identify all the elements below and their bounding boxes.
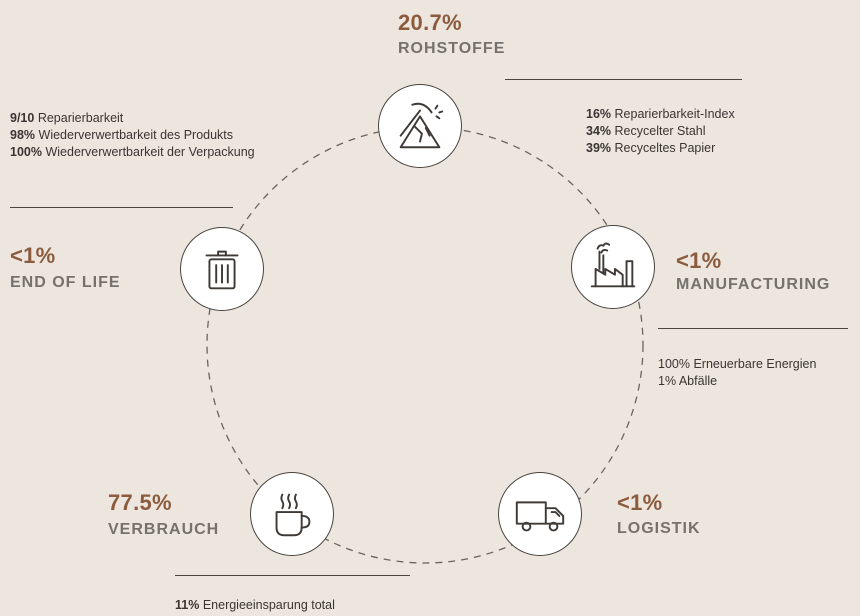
manufacturing-label: MANUFACTURING <box>676 276 831 293</box>
end-of-life-percent: <1% <box>10 243 56 268</box>
end-of-life-label: END OF LIFE <box>10 274 121 291</box>
pickaxe-rock-icon <box>399 102 444 149</box>
fact-row: 39% Recyceltes Papier <box>586 141 716 155</box>
end-of-life-facts: 9/10 Reparierbarkeit 98% Wiederverwertba… <box>10 110 255 161</box>
manufacturing-divider <box>658 328 848 329</box>
manufacturing-node <box>571 225 655 309</box>
fact-row: 1% Abfälle <box>658 374 718 388</box>
fact-row: 16% Reparierbarkeit-Index <box>586 107 735 121</box>
rohstoffe-label: ROHSTOFFE <box>398 40 506 57</box>
verbrauch-label: VERBRAUCH <box>108 521 220 538</box>
rohstoffe-node <box>378 84 462 168</box>
verbrauch-percent: 77.5% <box>108 490 172 515</box>
verbrauch-facts: 11% Energieeinsparung total <box>175 597 335 614</box>
fact-row: 100% Erneuerbare Energien <box>658 357 817 371</box>
logistik-label: LOGISTIK <box>617 520 701 537</box>
end-of-life-divider <box>10 207 233 208</box>
manufacturing-facts: 100% Erneuerbare Energien 1% Abfälle <box>658 356 816 390</box>
trash-bin-icon <box>205 250 239 290</box>
fact-row: 11% Energieeinsparung total <box>175 598 335 612</box>
delivery-truck-icon <box>515 501 565 532</box>
logistik-node <box>498 472 582 556</box>
end-of-life-node <box>180 227 264 311</box>
fact-row: 98% Wiederverwertbarkeit des Produkts <box>10 128 234 142</box>
rohstoffe-percent: 20.7% <box>398 10 462 35</box>
manufacturing-percent: <1% <box>676 248 722 273</box>
rohstoffe-facts: 16% Reparierbarkeit-Index 34% Recycelter… <box>586 106 735 157</box>
hot-cup-icon <box>275 493 311 537</box>
rohstoffe-divider <box>505 79 742 80</box>
logistik-percent: <1% <box>617 490 663 515</box>
fact-row: 100% Wiederverwertbarkeit der Verpackung <box>10 145 255 159</box>
fact-row: 9/10 Reparierbarkeit <box>10 111 124 125</box>
factory-icon <box>590 242 636 288</box>
verbrauch-node <box>250 472 334 556</box>
verbrauch-divider <box>175 575 410 576</box>
fact-row: 34% Recycelter Stahl <box>586 124 706 138</box>
